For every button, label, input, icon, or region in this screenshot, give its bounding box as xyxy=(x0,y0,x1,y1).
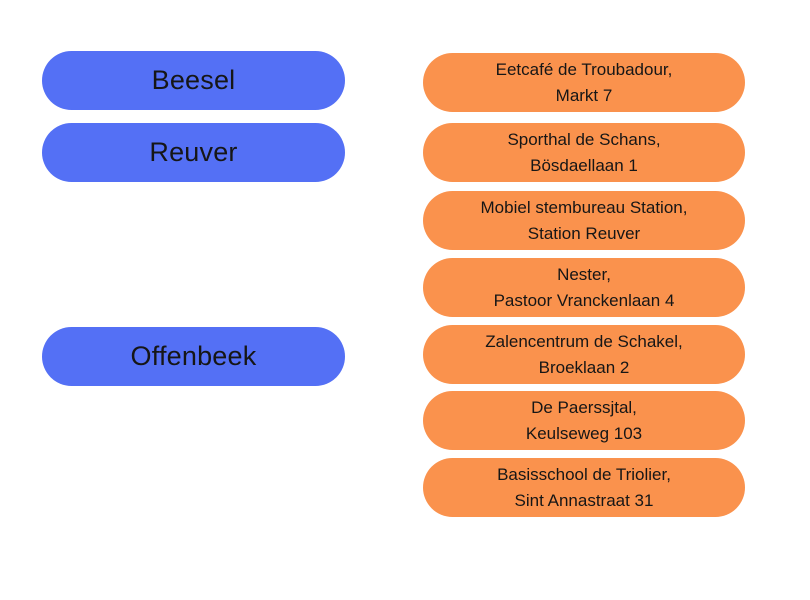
definition-line: Markt 7 xyxy=(555,85,613,105)
definition-line: Mobiel stembureau Station, xyxy=(480,197,688,217)
keyword-pill-beesel[interactable]: Beesel xyxy=(42,51,345,110)
definition-pill-eetcafe-de-troubadour[interactable]: Eetcafé de Troubadour, Markt 7 xyxy=(423,53,745,112)
definition-line: Station Reuver xyxy=(527,223,641,243)
definition-line: Bösdaellaan 1 xyxy=(530,155,638,175)
definition-line: Zalencentrum de Schakel, xyxy=(485,331,683,351)
definition-line: Eetcafé de Troubadour, xyxy=(495,59,673,79)
definition-pill-mobiel-stembureau-station[interactable]: Mobiel stembureau Station, Station Reuve… xyxy=(423,191,745,250)
definition-line: Pastoor Vranckenlaan 4 xyxy=(493,290,675,310)
definition-pill-zalencentrum-de-schakel[interactable]: Zalencentrum de Schakel, Broeklaan 2 xyxy=(423,325,745,384)
definition-line: Nester, xyxy=(557,264,611,284)
definition-line: De Paerssjtal, xyxy=(531,397,637,417)
definition-line: Broeklaan 2 xyxy=(538,357,630,377)
definition-line: Sporthal de Schans, xyxy=(507,129,661,149)
definition-line: Sint Annastraat 31 xyxy=(514,490,654,510)
definition-line: Keulseweg 103 xyxy=(525,423,643,443)
definition-line: Basisschool de Triolier, xyxy=(497,464,671,484)
definition-pill-basisschool-de-triolier[interactable]: Basisschool de Triolier, Sint Annastraat… xyxy=(423,458,745,517)
keyword-pill-reuver[interactable]: Reuver xyxy=(42,123,345,182)
definition-pill-de-paerssjtal[interactable]: De Paerssjtal, Keulseweg 103 xyxy=(423,391,745,450)
keyword-label: Reuver xyxy=(149,137,238,167)
keyword-label: Beesel xyxy=(151,65,236,95)
keyword-label: Offenbeek xyxy=(130,341,257,371)
definition-pill-sporthal-de-schans[interactable]: Sporthal de Schans, Bösdaellaan 1 xyxy=(423,123,745,182)
definition-pill-nester[interactable]: Nester, Pastoor Vranckenlaan 4 xyxy=(423,258,745,317)
keyword-pill-offenbeek[interactable]: Offenbeek xyxy=(42,327,345,386)
